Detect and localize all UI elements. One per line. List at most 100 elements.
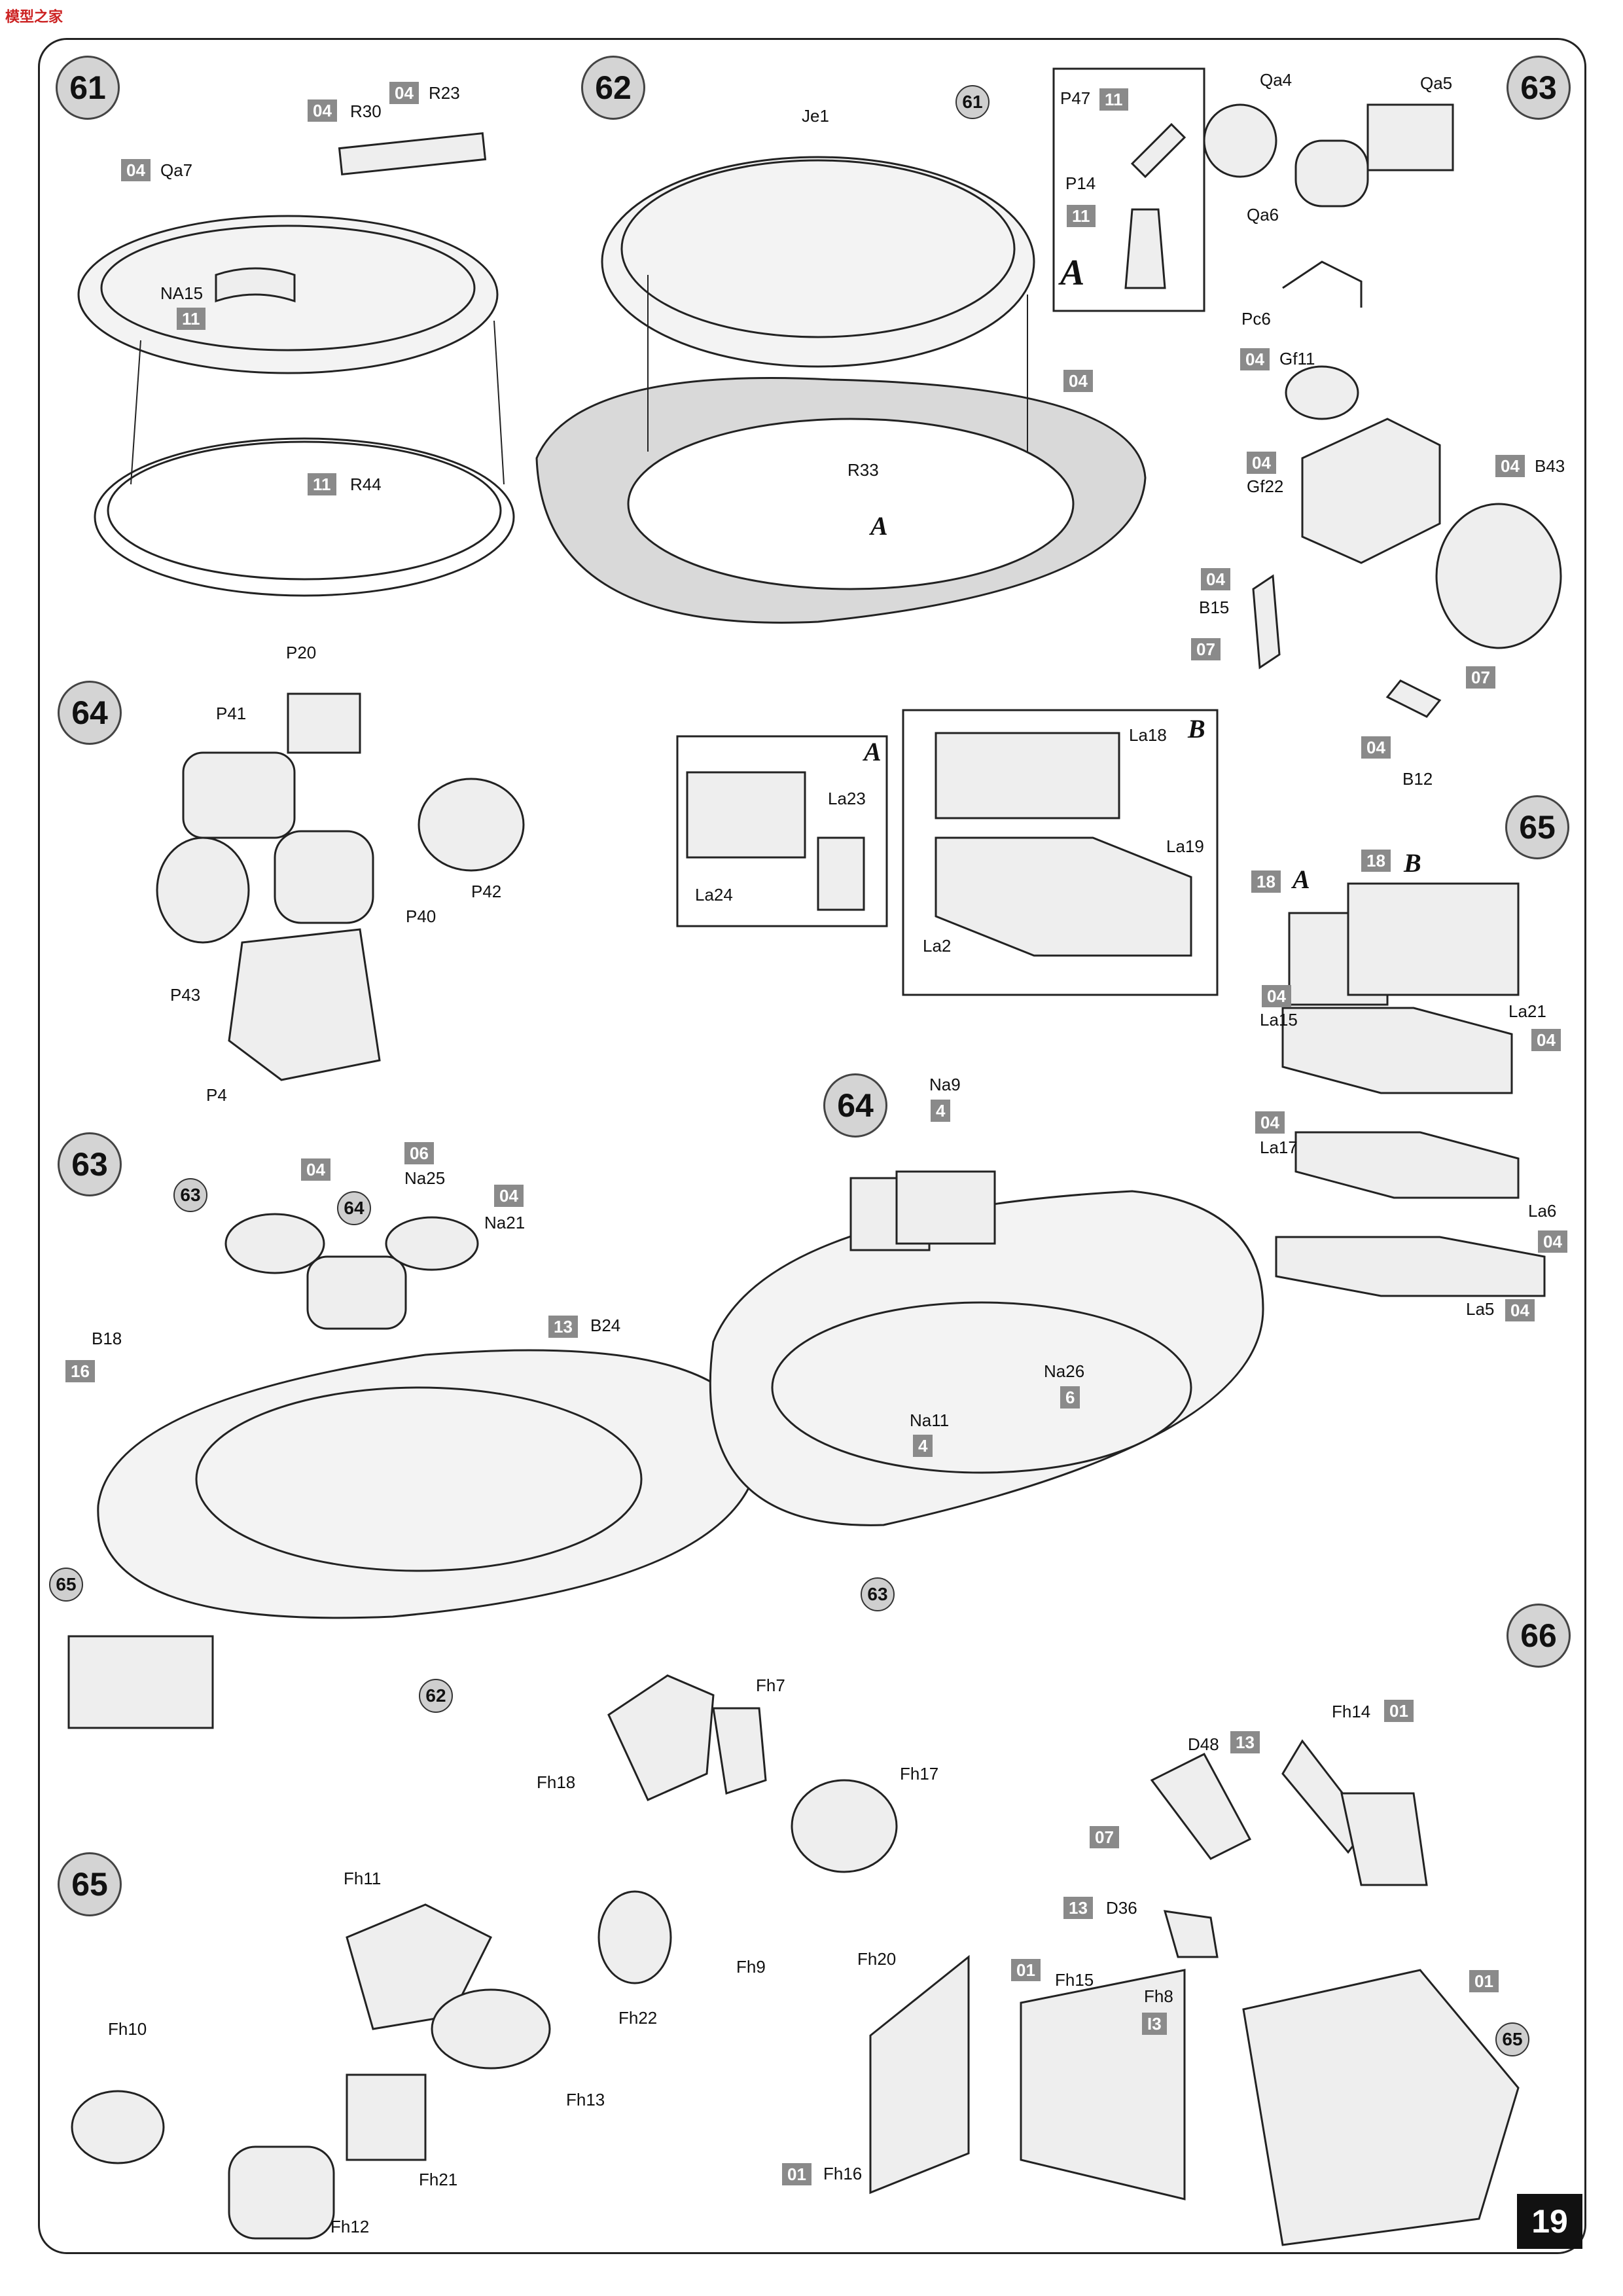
part-label: R30 [350, 101, 382, 121]
part-label: Fh20 [857, 1949, 897, 1969]
sprue-tag: 01 [1384, 1700, 1414, 1722]
part-label: P4 [206, 1085, 227, 1105]
sprue-tag: 4 [931, 1100, 951, 1122]
sprue-tag: 11 [308, 473, 336, 495]
part-label: Fh13 [566, 2090, 605, 2109]
part-label: P40 [406, 906, 437, 926]
part-label: Na26 [1044, 1361, 1085, 1381]
step-number: 61 [56, 56, 120, 120]
sprue-tag: 04 [1255, 1111, 1285, 1134]
sprue-tag: 04 [1538, 1230, 1567, 1253]
step-number: 64 [823, 1073, 887, 1138]
reference-step: 63 [861, 1577, 895, 1611]
part-label: Gf11 [1279, 349, 1315, 368]
part-label: Na25 [404, 1168, 446, 1188]
part-label: Fh17 [900, 1764, 939, 1784]
part-label: Fh15 [1055, 1970, 1094, 1990]
page-frame [38, 38, 1586, 2254]
part-label: La17 [1260, 1138, 1298, 1157]
step61-ring-lower [94, 437, 515, 597]
part-label: B24 [590, 1316, 621, 1335]
part-label: Fh14 [1332, 1702, 1371, 1721]
sprue-tag: 04 [1201, 568, 1230, 590]
part-label: La5 [1466, 1299, 1495, 1319]
part-label: Qa5 [1420, 73, 1453, 93]
part-label: P20 [286, 643, 317, 662]
reference-step: 65 [49, 1568, 83, 1602]
part-label: P47 [1060, 88, 1091, 108]
step62-ring [601, 156, 1035, 368]
publisher-logo: 模型之家 [5, 9, 63, 25]
sprue-tag: 01 [782, 2163, 812, 2185]
reference-step: 65 [1495, 2022, 1529, 2056]
part-label: D48 [1188, 1734, 1219, 1754]
part-label: P42 [471, 882, 502, 901]
part-label: B15 [1199, 598, 1230, 617]
sprue-tag: 04 [121, 159, 151, 181]
reference-step: 63 [173, 1178, 207, 1212]
detail-letter-b: B [1404, 848, 1421, 878]
part-label: La19 [1166, 836, 1204, 856]
reference-step: 64 [337, 1191, 371, 1225]
part-label: Qa7 [160, 160, 193, 180]
part-label: Na9 [929, 1075, 961, 1094]
part-label: D36 [1106, 1898, 1137, 1918]
part-label: Qa4 [1260, 70, 1293, 90]
sprue-tag: I3 [1142, 2013, 1167, 2035]
sprue-tag: 04 [301, 1158, 330, 1181]
part-label: B18 [92, 1329, 122, 1348]
sprue-tag: 11 [1099, 88, 1128, 111]
detail-letter-a: A [1293, 865, 1310, 894]
sprue-tag: 04 [308, 99, 337, 122]
step-number: 62 [581, 56, 645, 120]
part-label: Fh10 [108, 2019, 147, 2039]
detail-letter-a: A [870, 511, 888, 541]
step-number: 66 [1507, 1604, 1571, 1668]
part-label: B43 [1535, 456, 1565, 476]
sprue-tag: 07 [1191, 638, 1221, 660]
sprue-tag: 13 [548, 1316, 578, 1338]
reference-step: 62 [419, 1679, 453, 1713]
sprue-tag: 4 [913, 1435, 933, 1457]
part-label: Qa6 [1247, 205, 1279, 224]
part-label: La24 [695, 885, 733, 905]
part-label: P41 [216, 704, 247, 723]
sprue-tag: 04 [1240, 348, 1270, 370]
sprue-tag: 04 [1495, 455, 1525, 477]
sprue-tag: 01 [1011, 1959, 1041, 1981]
sprue-tag: 04 [494, 1185, 524, 1207]
sprue-tag: 04 [1247, 452, 1276, 474]
sprue-tag: 18 [1361, 850, 1391, 872]
part-label: R44 [350, 475, 382, 494]
part-label: Fh11 [344, 1869, 382, 1888]
reference-step: 61 [955, 85, 990, 119]
sprue-tag: 04 [1531, 1029, 1561, 1051]
part-label: Fh21 [419, 2170, 458, 2189]
part-label: R33 [847, 460, 879, 480]
sprue-tag: 11 [177, 308, 205, 330]
step-number: 65 [58, 1852, 122, 1916]
part-label: Fh8 [1144, 1986, 1173, 2006]
sprue-tag: 04 [389, 82, 419, 104]
part-label: Fh12 [330, 2217, 370, 2236]
sprue-tag: 6 [1060, 1386, 1080, 1408]
part-label: P43 [170, 985, 201, 1005]
part-label: Fh9 [736, 1957, 766, 1977]
inset-letter-b: B [1188, 714, 1205, 744]
part-label: Na11 [910, 1410, 950, 1430]
page-number: 19 [1517, 2194, 1582, 2249]
step-number: 63 [58, 1132, 122, 1196]
sprue-tag: 06 [404, 1142, 434, 1164]
part-label: Pc6 [1241, 309, 1271, 329]
sprue-tag: 16 [65, 1360, 95, 1382]
part-label: P14 [1065, 173, 1096, 193]
part-label: Fh7 [756, 1676, 785, 1695]
part-label: La6 [1528, 1201, 1557, 1221]
part-label: R23 [429, 83, 460, 103]
part-label: Fh16 [823, 2164, 863, 2183]
part-label: La21 [1508, 1001, 1546, 1021]
step-number: 64 [58, 681, 122, 745]
sprue-tag: 04 [1262, 985, 1291, 1007]
inset-letter-a: A [864, 737, 882, 766]
part-label: Na21 [484, 1213, 526, 1232]
